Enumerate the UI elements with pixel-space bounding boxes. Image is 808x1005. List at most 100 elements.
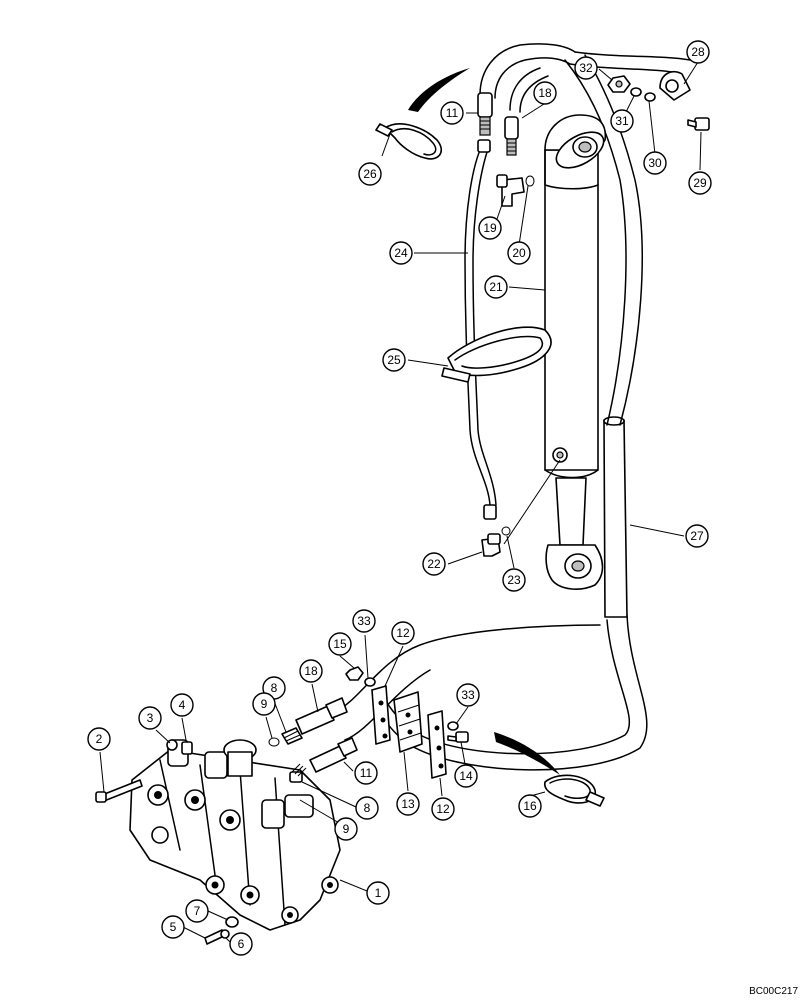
callout-6: 6 [229, 932, 253, 956]
hose-upper-loop [479, 43, 691, 113]
callout-33-upper: 33 [352, 609, 376, 633]
callout-30: 30 [643, 151, 667, 175]
callout-12-upper: 12 [391, 621, 415, 645]
callout-label-4: 4 [179, 698, 186, 712]
reference-code: BC00C217 [749, 986, 798, 997]
callout-19: 19 [478, 216, 502, 240]
callout-label-1: 1 [375, 886, 382, 900]
callout-label-31: 31 [615, 114, 629, 128]
direction-arc-upper [408, 68, 470, 112]
callout-11-lower: 11 [354, 761, 378, 785]
callout-label-3: 3 [147, 711, 154, 725]
callout-13: 13 [396, 792, 420, 816]
callout-27: 27 [685, 524, 709, 548]
callout-label-12-upper: 12 [396, 626, 410, 640]
callout-18-upper: 18 [533, 81, 557, 105]
bolt-14 [447, 731, 469, 743]
callout-22: 22 [422, 552, 446, 576]
washer-33-lower [447, 721, 459, 731]
nut-32 [607, 75, 631, 93]
callout-9-lower: 9 [334, 817, 358, 841]
callout-24: 24 [389, 241, 413, 265]
washer-30 [644, 92, 656, 102]
nut-15 [345, 666, 364, 681]
callout-9-upper: 9 [252, 692, 276, 716]
elbow-19 [496, 174, 535, 207]
callout-label-7: 7 [194, 904, 201, 918]
callout-label-30: 30 [648, 156, 662, 170]
callout-15: 15 [328, 632, 352, 656]
callout-label-29: 29 [693, 176, 707, 190]
strap-25 [441, 326, 552, 383]
callout-14: 14 [454, 764, 478, 788]
callout-18-lower: 18 [299, 659, 323, 683]
fitting-18-lower [295, 697, 348, 735]
callout-label-33-upper: 33 [357, 614, 371, 628]
callout-label-20: 20 [512, 246, 526, 260]
callout-label-26: 26 [363, 167, 377, 181]
callout-7: 7 [185, 899, 209, 923]
callout-label-32: 32 [579, 61, 593, 75]
callout-20: 20 [507, 241, 531, 265]
callout-16: 16 [518, 794, 542, 818]
callout-5: 5 [161, 915, 185, 939]
callout-label-11-lower: 11 [360, 766, 373, 780]
callout-label-13: 13 [401, 797, 415, 811]
clamp-block-12-left [371, 685, 391, 745]
callout-label-15: 15 [333, 637, 347, 651]
callout-label-28: 28 [691, 45, 705, 59]
callout-33-lower: 33 [456, 683, 480, 707]
callout-26: 26 [358, 162, 382, 186]
callout-label-27: 27 [690, 529, 704, 543]
callout-31: 31 [610, 109, 634, 133]
washer-31 [630, 87, 642, 97]
fitting-4 [181, 741, 193, 755]
fitting-18-upper [504, 116, 519, 156]
callout-23: 23 [502, 568, 526, 592]
callout-25: 25 [382, 348, 406, 372]
hose-27 [371, 54, 648, 771]
clamp-block-12-right [427, 710, 447, 779]
callout-label-22: 22 [427, 557, 441, 571]
callout-3: 3 [138, 706, 162, 730]
callout-label-16: 16 [523, 799, 537, 813]
fitting-8-lower [289, 763, 307, 783]
oring-9-upper [268, 737, 280, 747]
callout-label-18-lower: 18 [304, 664, 318, 678]
callout-label-8-lower: 8 [364, 801, 371, 815]
callout-29: 29 [688, 171, 712, 195]
callout-21: 21 [484, 275, 508, 299]
plug-7 [225, 916, 239, 928]
callout-8-lower: 8 [355, 796, 379, 820]
cylinder-21 [544, 114, 607, 590]
callout-label-19: 19 [483, 221, 497, 235]
callout-1: 1 [366, 881, 390, 905]
fitting-11-lower [309, 737, 358, 773]
tie-26 [375, 123, 442, 160]
washer-6 [220, 929, 230, 939]
leader-lines [99, 61, 702, 945]
callout-label-25: 25 [387, 353, 401, 367]
tube-24 [464, 139, 497, 520]
fitting-8-upper [281, 727, 303, 745]
control-valve-1 [129, 739, 341, 931]
callout-2: 2 [87, 727, 111, 751]
callout-label-11-upper: 11 [446, 106, 459, 120]
callout-label-23: 23 [507, 573, 521, 587]
callout-label-5: 5 [170, 920, 177, 934]
callout-label-24: 24 [394, 246, 408, 260]
callout-label-33-lower: 33 [461, 688, 475, 702]
callout-11-upper: 11 [440, 101, 464, 125]
elbow-22 [481, 526, 511, 557]
direction-arc-lower [494, 732, 560, 775]
clamp-block-13 [393, 691, 423, 753]
bolt-29 [687, 117, 710, 131]
callout-12-lower: 12 [431, 797, 455, 821]
callout-label-6: 6 [238, 937, 245, 951]
bolt-2 [95, 779, 143, 803]
tie-16 [543, 774, 605, 807]
callout-label-12-lower: 12 [436, 802, 450, 816]
callout-label-14: 14 [459, 769, 473, 783]
